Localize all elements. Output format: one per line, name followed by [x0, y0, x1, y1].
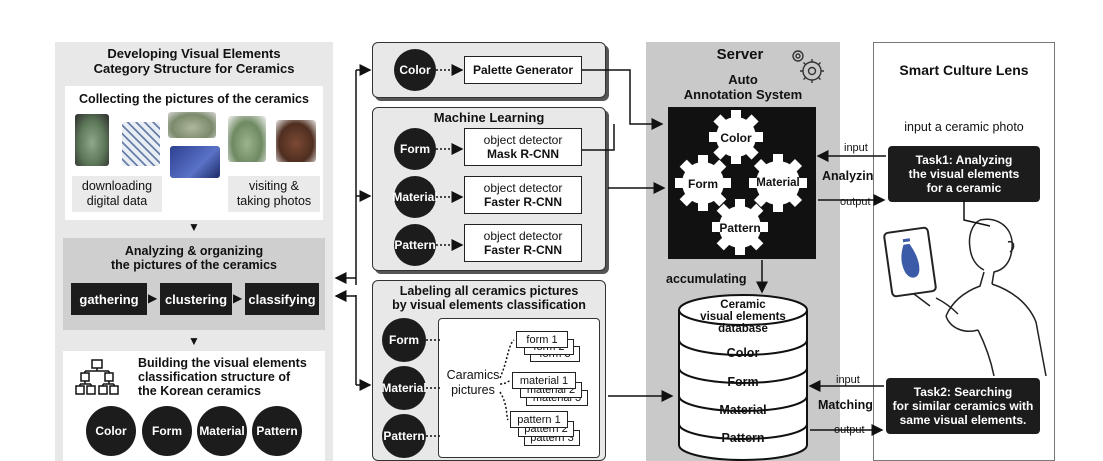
label-input-material: Material	[381, 366, 427, 410]
input-label-1: input	[844, 142, 868, 154]
task1-box: Task1: Analyzing the visual elements for…	[888, 146, 1040, 202]
ceramic-photo-teapot	[228, 116, 266, 162]
prompt-label: input a ceramic photo	[904, 120, 1024, 134]
category-color: Color	[86, 406, 136, 456]
output-label-1: output	[840, 196, 871, 208]
detector-pattern: object detector Faster R-CNN	[464, 224, 582, 262]
ceramic-photo-blue-box	[170, 146, 220, 178]
label-input-form: Form	[382, 318, 426, 362]
step-gathering: gathering	[71, 283, 147, 315]
arrow-icon: ▶	[148, 291, 158, 305]
ml-title: Machine Learning	[433, 110, 545, 125]
right-panel-title: Smart Culture Lens	[899, 62, 1029, 78]
palette-generator: Palette Generator	[464, 56, 582, 84]
tag-material-1: material 1	[512, 372, 576, 389]
visit-label: visiting & taking photos	[228, 176, 320, 212]
gear-pattern-label: Pattern	[719, 221, 761, 235]
detector-form: object detector Mask R-CNN	[464, 128, 582, 166]
pictures-label: Caramics pictures	[446, 368, 500, 397]
category-pattern: Pattern	[252, 406, 302, 456]
ceramic-photo-bowl	[168, 112, 216, 138]
gears-graphic	[675, 110, 807, 255]
matching-label: Matching	[818, 398, 873, 412]
hierarchy-icon	[75, 359, 119, 395]
ml-input-material: Material	[392, 176, 438, 218]
down-arrow-1: ▼	[188, 220, 200, 234]
ceramic-photo-box	[122, 122, 160, 166]
category-form: Form	[142, 406, 192, 456]
analyze-title: Analyzing & organizing the pictures of t…	[110, 244, 278, 272]
labeling-title: Labeling all ceramics pictures by visual…	[392, 284, 586, 312]
step-clustering: clustering	[160, 283, 232, 315]
label-input-pattern: Pattern	[382, 414, 426, 458]
ceramic-photo-vase	[75, 114, 109, 166]
step-classifying: classifying	[245, 283, 319, 315]
accumulating-label: accumulating	[666, 272, 747, 286]
annotation-system-title: Auto Annotation System	[683, 72, 803, 102]
gear-color-label: Color	[720, 131, 752, 145]
build-title: Building the visual elements classificat…	[138, 356, 307, 398]
color-circle: Color	[394, 49, 436, 91]
category-material: Material	[197, 406, 247, 456]
ml-input-pattern: Pattern	[394, 224, 436, 266]
detector-material: object detector Faster R-CNN	[464, 176, 582, 214]
database-cylinder	[678, 294, 808, 461]
gear-form-label: Form	[688, 177, 718, 191]
gear-material-label: Material	[756, 177, 800, 189]
collect-title: Collecting the pictures of the ceramics	[79, 92, 309, 106]
db-row-form: Form	[727, 375, 759, 389]
arrow-icon: ▶	[233, 291, 243, 305]
db-row-material: Material	[719, 403, 767, 417]
tag-pattern-1: pattern 1	[510, 411, 568, 428]
server-title: Server	[716, 46, 764, 63]
settings-gear-icon	[792, 50, 824, 83]
ml-input-form: Form	[394, 128, 436, 170]
left-panel-title: Developing Visual Elements Category Stru…	[93, 46, 295, 76]
ceramic-photo-jar	[276, 120, 316, 162]
person-with-tablet-illustration	[883, 218, 1047, 377]
down-arrow-2: ▼	[188, 334, 200, 348]
db-row-color: Color	[726, 346, 760, 360]
download-label: downloading digital data	[72, 176, 162, 212]
db-row-pattern: Pattern	[721, 431, 765, 445]
database-title: Ceramic visual elements database	[700, 299, 786, 335]
task2-box: Task2: Searching for similar ceramics wi…	[886, 378, 1040, 434]
tag-form-1: form 1	[516, 331, 568, 348]
analyzing-label: Analyzing	[822, 169, 882, 183]
input-label-2: input	[836, 374, 860, 386]
